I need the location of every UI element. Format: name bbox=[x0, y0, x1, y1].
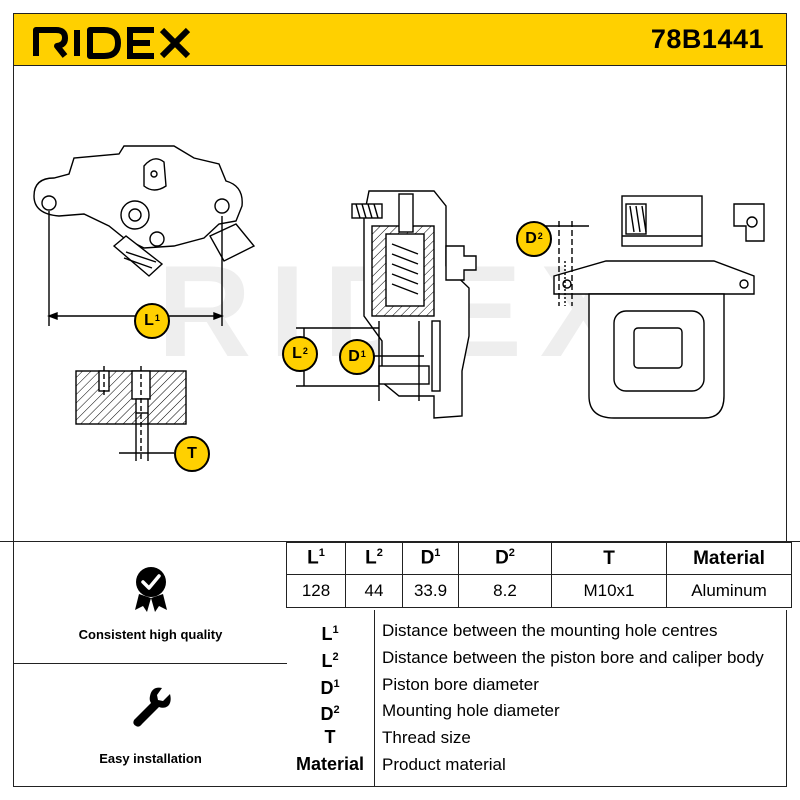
legend-divider bbox=[374, 610, 375, 787]
legend-key: D2 bbox=[320, 704, 340, 724]
spec-header-d1: D1 bbox=[402, 542, 459, 575]
legend-key: D1 bbox=[320, 678, 340, 698]
legend-key: Material bbox=[295, 754, 365, 774]
spec-value-row: 128 44 33.9 8.2 M10x1 Aluminum bbox=[286, 574, 792, 608]
caliper-front-view bbox=[553, 195, 765, 419]
spec-value-d1: 33.9 bbox=[402, 574, 459, 608]
legend-desc: Mounting hole diameter bbox=[382, 701, 560, 720]
legend-desc: Thread size bbox=[382, 728, 471, 747]
wrench-icon bbox=[132, 687, 171, 727]
legend-row: D2 Mounting hole diameter bbox=[286, 697, 787, 724]
features-panel: Consistent high quality Easy installatio… bbox=[13, 542, 287, 787]
feature-quality: Consistent high quality bbox=[14, 564, 287, 642]
part-number: 78B1441 bbox=[650, 24, 764, 54]
spec-header-d2: D2 bbox=[458, 542, 552, 575]
badge-t: T bbox=[174, 436, 210, 472]
spec-header-row: L1 L2 D1 D2 T Material bbox=[286, 542, 792, 575]
thread-section-view bbox=[75, 366, 187, 461]
feature-label: Consistent high quality bbox=[78, 627, 223, 642]
legend-key: T bbox=[324, 727, 336, 747]
caliper-section-view bbox=[351, 190, 477, 419]
legend-row: T Thread size bbox=[286, 724, 787, 751]
spec-value-d2: 8.2 bbox=[458, 574, 552, 608]
spec-header-l1: L1 bbox=[286, 542, 346, 575]
legend-row: Material Product material bbox=[286, 751, 787, 778]
dimension-d2 bbox=[542, 221, 589, 306]
dimension-l2-d1 bbox=[296, 321, 424, 401]
spec-header-t: T bbox=[551, 542, 667, 575]
feature-label: Easy installation bbox=[99, 751, 202, 766]
header-bar: 78B1441 bbox=[13, 13, 787, 66]
legend-key: L2 bbox=[321, 651, 339, 671]
legend-row: D1 Piston bore diameter bbox=[286, 671, 787, 698]
legend: L1 Distance between the mounting hole ce… bbox=[286, 610, 787, 787]
legend-row: L2 Distance between the piston bore and … bbox=[286, 644, 787, 671]
spec-value-t: M10x1 bbox=[551, 574, 667, 608]
section-divider bbox=[0, 541, 800, 542]
feature-divider bbox=[14, 663, 287, 664]
ridex-logo bbox=[33, 27, 191, 59]
spec-value-l2: 44 bbox=[345, 574, 403, 608]
technical-drawing: RIDEX bbox=[13, 66, 787, 541]
legend-desc: Product material bbox=[382, 755, 506, 774]
spec-value-l1: 128 bbox=[286, 574, 346, 608]
bottom-border bbox=[13, 786, 787, 787]
legend-key: L1 bbox=[321, 624, 339, 644]
quality-badge-icon bbox=[134, 567, 167, 612]
caliper-side-view bbox=[33, 145, 256, 277]
legend-desc: Distance between the mounting hole centr… bbox=[382, 621, 718, 640]
feature-installation: Easy installation bbox=[14, 684, 287, 766]
spec-header-material: Material bbox=[666, 542, 792, 575]
spec-header-l2: L2 bbox=[345, 542, 403, 575]
spec-value-material: Aluminum bbox=[666, 574, 792, 608]
spec-table: L1 L2 D1 D2 T Material 128 44 33.9 8.2 M… bbox=[286, 542, 792, 608]
legend-row: L1 Distance between the mounting hole ce… bbox=[286, 617, 787, 644]
legend-desc: Piston bore diameter bbox=[382, 675, 539, 694]
legend-desc: Distance between the piston bore and cal… bbox=[382, 648, 764, 667]
